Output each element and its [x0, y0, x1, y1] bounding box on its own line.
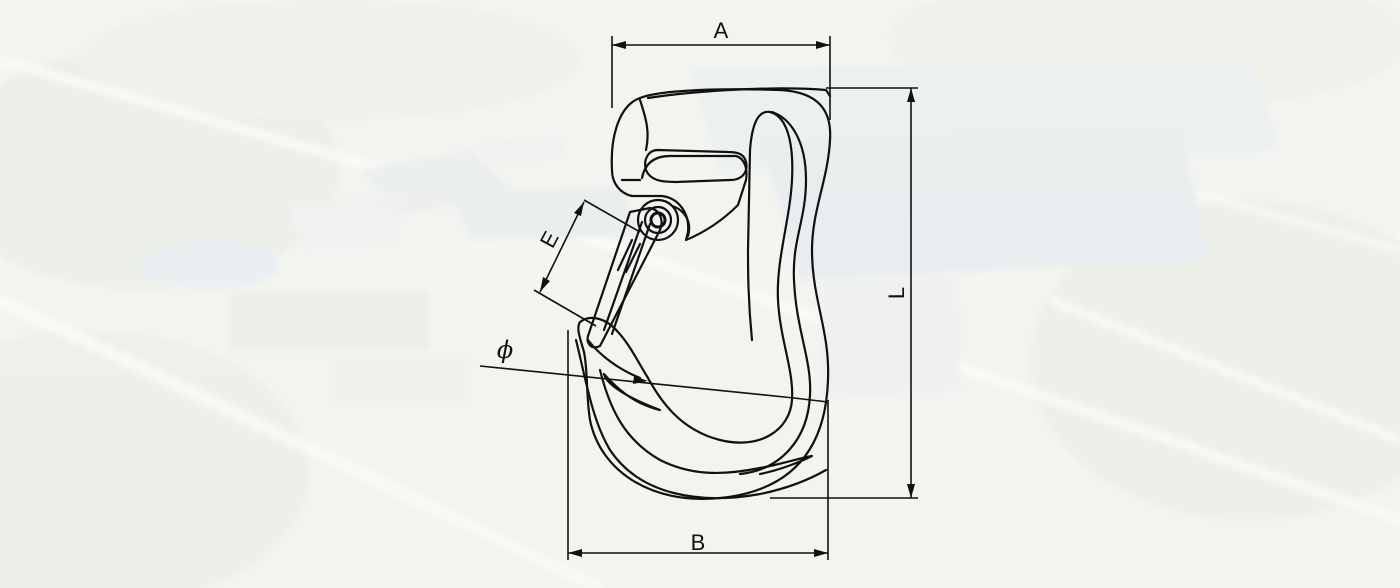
dim-a-arrow-right — [816, 41, 830, 49]
hook-top-edge — [646, 87, 832, 100]
hook-inner-rim — [738, 110, 812, 476]
dim-b-arrow-left — [568, 549, 582, 557]
hinge-pin-mid — [643, 205, 673, 235]
dim-e-arrow-top — [574, 202, 584, 216]
hook-jaw-inner — [598, 368, 814, 476]
hinge-pin-outer — [636, 198, 680, 242]
hook-top-notch — [638, 98, 649, 152]
dim-e-label: E — [535, 227, 564, 252]
gate-inner-line-1 — [602, 220, 644, 332]
hook-jaw-slot — [602, 372, 662, 412]
gate-outline — [586, 206, 663, 349]
dim-e-arrow-bottom — [540, 277, 550, 292]
hook-top-slot — [644, 148, 748, 184]
hook-jaw-outer — [574, 338, 828, 500]
dim-phi-arrow — [633, 376, 648, 384]
dim-e-ext-bottom — [533, 289, 597, 327]
dim-phi-label: ϕ — [497, 336, 513, 364]
gate-inner-line-4 — [624, 242, 642, 274]
dim-a-label: A — [714, 18, 729, 43]
dim-b-label: B — [691, 530, 706, 555]
gate-inner-line-2 — [610, 222, 652, 336]
dim-e-ext-top — [583, 199, 641, 233]
dim-l-arrow-bottom — [907, 484, 915, 498]
dim-a-arrow-left — [612, 41, 626, 49]
dim-l-arrow-top — [907, 88, 915, 102]
dim-b-arrow-right — [814, 549, 828, 557]
gate-inner-line-3 — [616, 238, 634, 272]
dim-e-line — [539, 201, 585, 293]
gate-tip — [586, 338, 642, 380]
hinge-pin-inner — [649, 211, 667, 229]
dim-phi-ext-right — [793, 397, 829, 403]
hinge-lug — [670, 204, 691, 238]
dim-l-label: L — [884, 287, 909, 299]
